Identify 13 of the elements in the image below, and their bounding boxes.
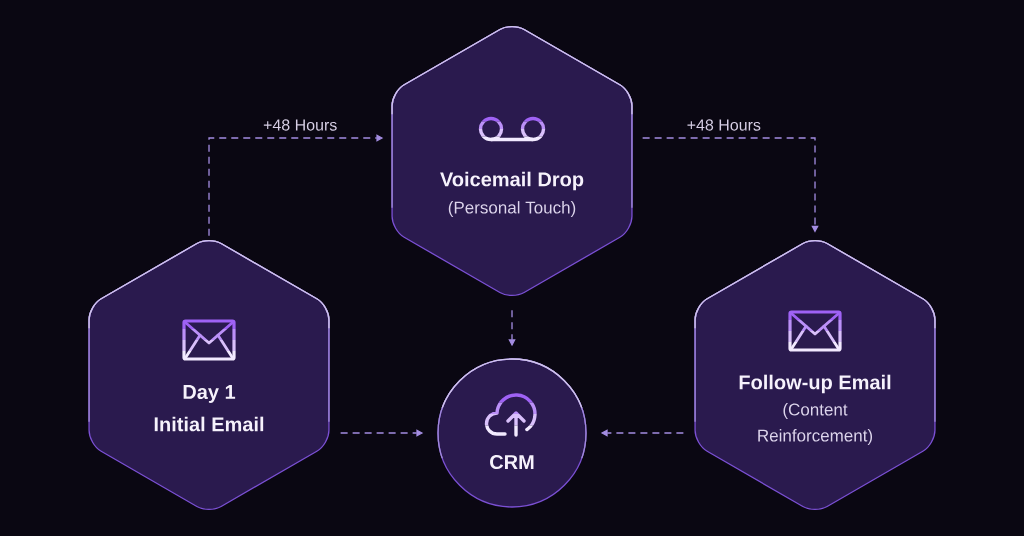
circle: [437, 358, 587, 508]
node-title: Day 1: [183, 385, 236, 403]
hexagon: [694, 239, 936, 511]
hexagon: [88, 239, 330, 511]
node-subtitle: (Content Reinforcement): [758, 403, 873, 445]
edge-label: +48 Hours: [263, 119, 337, 131]
node-title: CRM: [490, 454, 534, 470]
node-title: Initial Email: [154, 416, 264, 432]
node-title: Voicemail Drop: [440, 171, 584, 191]
node-subtitle: (Personal Touch): [448, 201, 576, 217]
hexagon: [391, 25, 633, 297]
edge-label: +48 Hours: [687, 119, 761, 131]
node-title: Follow-up Email: [739, 374, 891, 394]
